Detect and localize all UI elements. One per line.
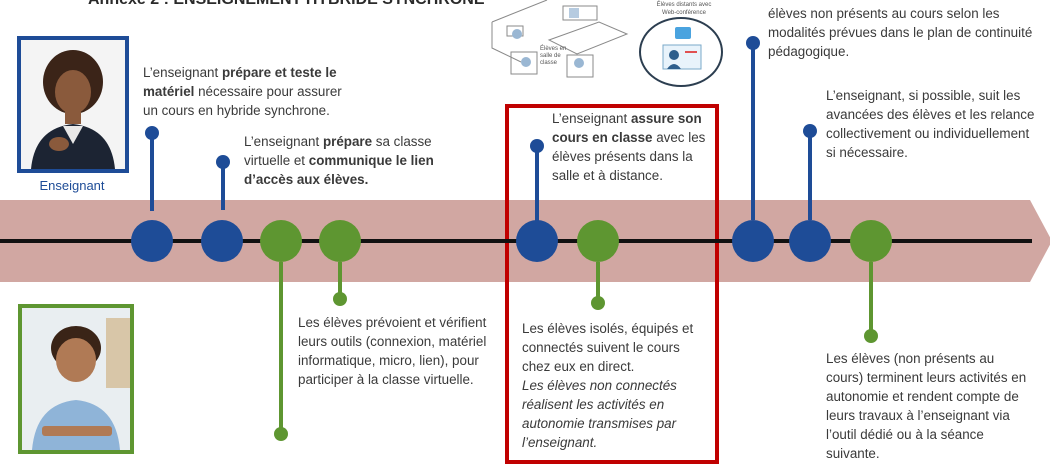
step-5-italic: Les élèves non connectés réalisent les a… [522,378,677,450]
step-1-post: nécessaire pour assurer un cours en hybr… [143,84,342,118]
step-2-bold2: communique le lien d’accès aux élèves. [244,153,434,187]
stem-dot-7 [746,36,760,50]
timeline-node-6 [577,220,619,262]
stem-dot-9 [864,329,878,343]
stem-1 [150,131,154,211]
stem-4 [338,262,342,299]
timeline-node-8 [789,220,831,262]
teacher-label: Enseignant [39,178,105,193]
timeline-node-9 [850,220,892,262]
timeline-arrowhead [1030,200,1050,282]
stem-dot-8 [803,124,817,138]
step-2-mid: sa classe virtuelle et [244,134,432,168]
timeline-node-1 [131,220,173,262]
stem-dot-4 [333,292,347,306]
timeline-node-5 [516,220,558,262]
stem-6 [596,262,600,302]
timeline-node-2 [201,220,243,262]
step-1-bold: prépare et teste le matériel [143,65,337,99]
stem-dot-2 [216,155,230,169]
timeline-node-3 [260,220,302,262]
stem-7 [751,42,755,220]
step-1-pre: L’enseignant [143,65,222,80]
stem-8 [808,130,812,220]
teacher-avatar-icon [31,50,115,169]
stem-dot-1 [145,126,159,140]
step-4-pre: L’enseignant [552,111,631,126]
step-8-text: Les élèves (non présents au cours) termi… [826,351,1027,461]
classroom-illustration: Élèves en salle de classe [487,0,632,88]
classroom-icon [491,0,629,78]
student-avatar-icon [22,308,130,450]
stem-9 [869,262,873,336]
step-5-main: Les élèves isolés, équipés et connectés … [522,321,694,374]
page-title: Annexe 2 : ENSEIGNEMENT HYBRIDE SYNCHRON… [88,0,485,9]
step-2-text: L’enseignant prépare sa classe virtuelle… [244,132,459,189]
step-2-bold1: prépare [322,134,373,149]
videoconference-bubble [639,17,723,87]
step-4-text: L’enseignant assure son cours en classe … [552,109,712,185]
stem-dot-5 [530,139,544,153]
step-4-post: avec les élèves présents dans la salle e… [552,130,706,183]
stem-dot-3 [274,427,288,441]
step-3-text: Les élèves prévoient et vérifient leurs … [298,315,487,387]
step-2-pre: L’enseignant [244,134,323,149]
stem-3 [279,262,283,434]
step-7-text: L’enseignant, si possible, suit les avan… [826,88,1035,160]
step-1-text: L’enseignant prépare et teste le matérie… [143,63,353,120]
videoconference-icon [662,27,702,70]
remote-label: Élèves distants avec Web-conférence [656,2,712,16]
timeline-node-7 [732,220,774,262]
room-label: Élèves en salle de classe [540,46,567,66]
timeline-node-4 [319,220,361,262]
stem-5 [535,146,539,226]
teacher-photo [17,36,129,173]
step-4-bold: assure son cours en classe [552,111,702,145]
student-photo [18,304,134,454]
step-6-text: élèves non présents au cours selon les m… [768,6,1033,59]
stem-dot-6 [591,296,605,310]
step-5-text: Les élèves isolés, équipés et connectés … [522,319,707,452]
stem-2 [221,160,225,210]
